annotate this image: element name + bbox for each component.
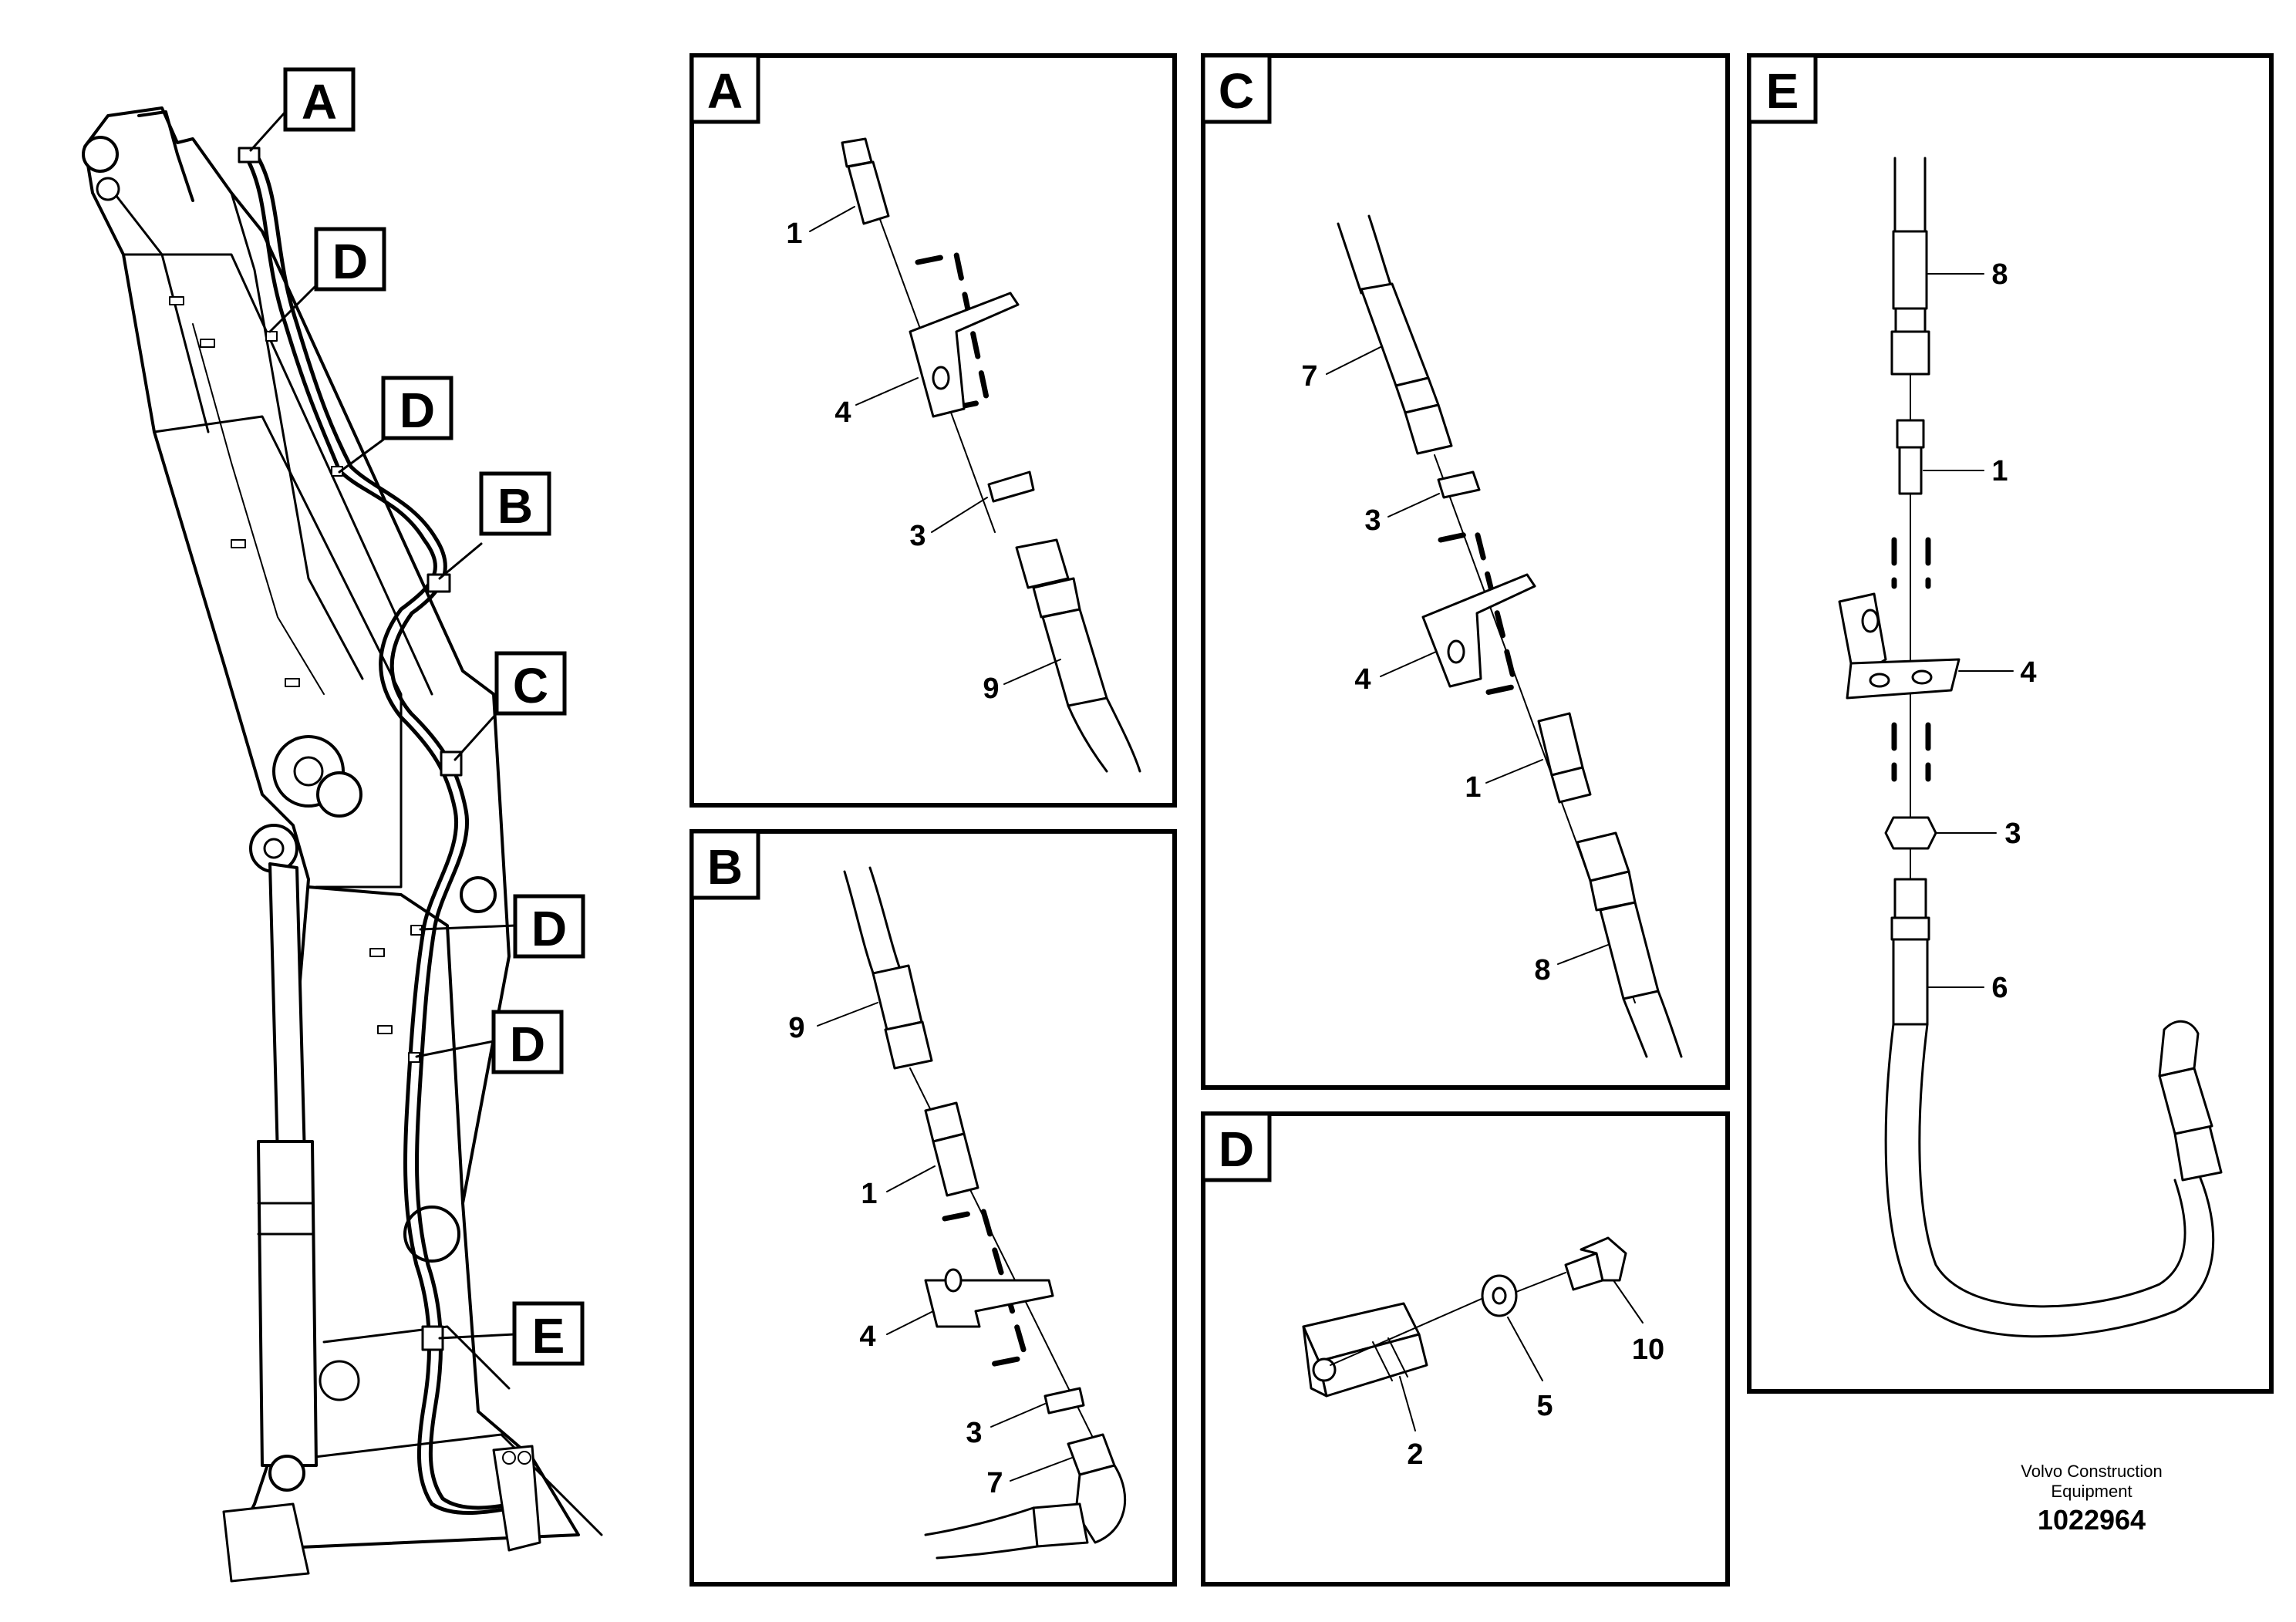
- boom-overview-illustration: [82, 106, 603, 1583]
- overview-callout-d-2[interactable]: D: [381, 376, 453, 440]
- panel-c-part-4: 4: [1354, 663, 1371, 696]
- detail-panel-a: A 1 4 3 9: [689, 53, 1177, 808]
- svg-text:B: B: [497, 478, 533, 534]
- panel-b-part-9: 9: [788, 1012, 804, 1044]
- panel-a-part-9: 9: [983, 673, 999, 705]
- panel-a-part-3: 3: [909, 520, 925, 552]
- overview-callouts: A D D B C D D E: [249, 67, 585, 1366]
- overview-callout-d-4[interactable]: D: [491, 1010, 564, 1074]
- brand-line-2: Equipment: [2051, 1482, 2132, 1501]
- panel-c-exploded-view: [1337, 214, 1683, 1058]
- panel-a-part-1: 1: [786, 218, 802, 250]
- detail-panel-e: E: [1747, 53, 2274, 1394]
- svg-text:A: A: [302, 74, 337, 130]
- panel-d-exploded-view: [1302, 1236, 1627, 1398]
- document-number: 1022964: [2038, 1504, 2146, 1536]
- panel-b-exploded-view: [843, 866, 1127, 1560]
- panel-e-part-6: 6: [1991, 972, 2008, 1004]
- detail-panel-d: D 10 5 2: [1201, 1111, 1730, 1587]
- panel-c-part-8: 8: [1534, 954, 1550, 986]
- panel-d-part-10: 10: [1632, 1334, 1664, 1366]
- panel-e-part-3: 3: [2004, 818, 2021, 850]
- svg-text:D: D: [400, 383, 435, 438]
- panel-e-part-1: 1: [1991, 455, 2008, 487]
- panel-e-title: E: [1766, 63, 1799, 119]
- overview-callout-b[interactable]: B: [479, 471, 551, 536]
- svg-text:D: D: [332, 234, 368, 289]
- panel-a-exploded-view: [841, 137, 1141, 773]
- overview-callout-d-1[interactable]: D: [314, 227, 386, 292]
- brand-line-1: Volvo Construction: [2021, 1462, 2162, 1481]
- panel-d-part-2: 2: [1407, 1438, 1423, 1471]
- panel-c-part-3: 3: [1364, 504, 1381, 537]
- overview-callout-d-3[interactable]: D: [513, 894, 585, 959]
- svg-text:E: E: [532, 1308, 565, 1364]
- panel-a-part-4: 4: [834, 396, 851, 429]
- panel-e-exploded-view: [1838, 157, 2223, 1338]
- svg-text:D: D: [531, 901, 567, 956]
- brand-footer: Volvo Construction Equipment 1022964: [2021, 1462, 2162, 1536]
- panel-d-title: D: [1219, 1121, 1254, 1177]
- overview-callout-c[interactable]: C: [494, 651, 567, 716]
- overview-callout-e[interactable]: E: [512, 1301, 585, 1366]
- panel-e-part-4: 4: [2020, 656, 2036, 689]
- panel-b-part-7: 7: [986, 1467, 1003, 1499]
- panel-c-part-1: 1: [1465, 771, 1481, 804]
- detail-panel-b: B 9 1 4 3: [689, 829, 1177, 1587]
- panel-b-title: B: [707, 839, 743, 895]
- overview-callout-a[interactable]: A: [283, 67, 356, 132]
- panel-d-part-5: 5: [1536, 1390, 1553, 1422]
- svg-text:D: D: [510, 1017, 545, 1072]
- panel-b-part-3: 3: [966, 1417, 982, 1449]
- panel-c-part-7: 7: [1301, 360, 1317, 393]
- panel-c-title: C: [1219, 63, 1254, 119]
- panel-b-part-4: 4: [859, 1320, 875, 1353]
- panel-e-part-8: 8: [1991, 258, 2008, 291]
- svg-text:C: C: [513, 658, 548, 713]
- panel-a-title: A: [707, 63, 743, 119]
- panel-b-part-1: 1: [861, 1178, 877, 1210]
- detail-panel-c: C 7 3 4: [1201, 53, 1730, 1090]
